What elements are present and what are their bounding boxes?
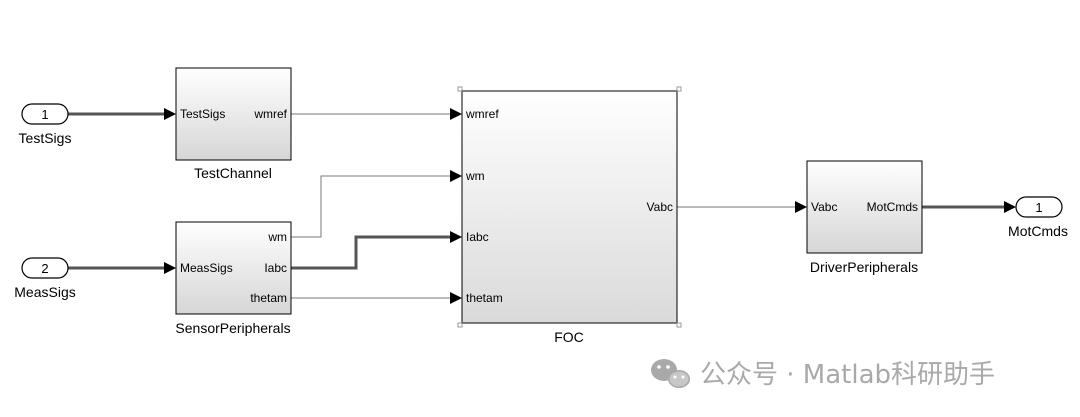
sensor-out-iabc: Iabc — [264, 261, 287, 275]
arrow-thetam — [450, 292, 462, 304]
outport-1-oval — [1015, 196, 1063, 218]
arrow-testsigs — [164, 108, 176, 120]
driver-in-vabc: Vabc — [811, 200, 837, 214]
outport-1-label: MotCmds — [1008, 223, 1068, 239]
testchannel-body — [175, 67, 292, 161]
block-foc[interactable]: wmref wm Iabc thetam Vabc FOC — [457, 86, 682, 345]
sensor-out-wm: wm — [267, 230, 287, 244]
driver-body — [806, 160, 923, 254]
signal-lines — [68, 108, 1016, 304]
driver-name: DriverPeripherals — [810, 259, 918, 275]
foc-in-wmref: wmref — [465, 107, 499, 121]
arrow-motcmds — [1004, 201, 1016, 213]
watermark: 公众号 · Matlab科研助手 — [651, 359, 995, 390]
inport-2-oval — [21, 257, 69, 279]
watermark-text: 公众号 · Matlab科研助手 — [700, 360, 995, 390]
foc-in-iabc: Iabc — [466, 230, 489, 244]
inport-1-number: 1 — [41, 107, 48, 122]
inport-meassigs[interactable]: 2 MeasSigs — [14, 257, 76, 300]
wechat-icon — [651, 359, 690, 388]
inport-2-number: 2 — [41, 261, 48, 276]
foc-selection-handles — [457, 86, 682, 328]
block-driverperipherals[interactable]: Vabc MotCmds DriverPeripherals — [806, 160, 923, 275]
outport-motcmds[interactable]: 1 MotCmds — [1008, 196, 1068, 239]
inport-2-label: MeasSigs — [14, 284, 75, 300]
testchannel-name: TestChannel — [194, 165, 272, 181]
testchannel-out-wmref: wmref — [253, 107, 287, 121]
block-sensorperipherals[interactable]: MeasSigs wm Iabc thetam SensorPeripheral… — [175, 221, 292, 336]
foc-out-vabc: Vabc — [647, 200, 673, 214]
arrow-iabc — [450, 231, 462, 243]
sensor-body — [175, 221, 292, 315]
foc-name: FOC — [554, 329, 584, 345]
testchannel-in-testsigs: TestSigs — [180, 107, 225, 121]
foc-in-thetam: thetam — [466, 291, 503, 305]
foc-body — [461, 90, 678, 324]
bus-iabc[interactable] — [291, 235, 450, 270]
inport-testsigs[interactable]: 1 TestSigs — [19, 103, 72, 146]
arrow-vabc — [795, 201, 807, 213]
inport-1-oval — [21, 103, 69, 125]
sensor-name: SensorPeripherals — [175, 320, 290, 336]
block-testchannel[interactable]: TestSigs wmref TestChannel — [175, 67, 292, 181]
arrow-meassigs — [164, 262, 176, 274]
arrow-wmref — [450, 108, 462, 120]
sensor-out-thetam: thetam — [250, 291, 287, 305]
inport-1-label: TestSigs — [19, 130, 72, 146]
wire-wm[interactable] — [291, 175, 450, 238]
arrow-wm — [450, 170, 462, 182]
foc-in-wm: wm — [465, 169, 485, 183]
sensor-in-meassigs: MeasSigs — [180, 261, 233, 275]
outport-1-number: 1 — [1035, 200, 1042, 215]
driver-out-motcmds: MotCmds — [867, 200, 918, 214]
